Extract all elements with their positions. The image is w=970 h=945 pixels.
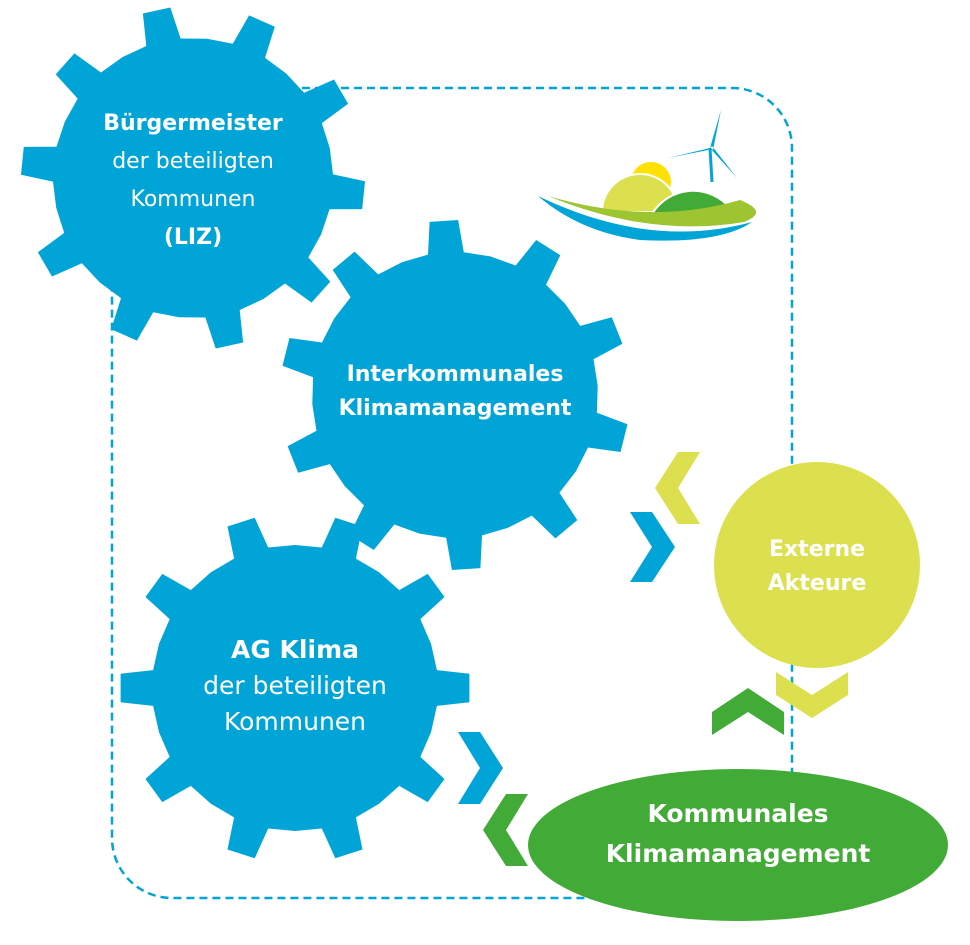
gear-ag-klima bbox=[120, 517, 470, 859]
gear-buergermeister bbox=[21, 7, 365, 349]
externe-akteure-label-2: Akteure bbox=[768, 571, 867, 596]
chevron-left-icon bbox=[655, 452, 700, 524]
gear-buergermeister-label: der beteiligten bbox=[112, 149, 274, 174]
kommunales-klimamanagement-ellipse bbox=[528, 769, 948, 921]
gear-buergermeister-label: (LIZ) bbox=[164, 225, 222, 250]
kommunales-label-2: Klimamanagement bbox=[606, 839, 871, 868]
gear-ag-klima-label: AG Klima bbox=[231, 635, 359, 664]
kommunales-label-1: Kommunales bbox=[647, 799, 828, 828]
chevron-right-icon bbox=[458, 732, 503, 804]
gear-interkommunales bbox=[282, 220, 628, 570]
dashed-boundary bbox=[110, 86, 794, 900]
externe-akteure-label-1: Externe bbox=[769, 537, 865, 562]
gear-buergermeister-label: Kommunen bbox=[130, 187, 255, 212]
gear-ag-klima-label: der beteiligten bbox=[203, 671, 387, 700]
logo-wave-green bbox=[548, 196, 757, 227]
logo-windmill bbox=[668, 110, 737, 178]
externe-akteure-circle bbox=[714, 462, 920, 668]
gear-interkommunales-label: Interkommunales bbox=[347, 362, 564, 387]
logo-wave-blue bbox=[538, 196, 752, 241]
logo bbox=[538, 110, 757, 241]
gear-buergermeister-label: Bürgermeister bbox=[103, 111, 283, 136]
chevron-up-icon bbox=[712, 688, 784, 735]
chevron-right-icon bbox=[630, 512, 675, 582]
gear-ag-klima-label: Kommunen bbox=[224, 707, 366, 736]
chevron-left-icon bbox=[483, 794, 528, 866]
chevron-down-icon bbox=[776, 672, 848, 718]
chevrons bbox=[458, 452, 848, 866]
gear-interkommunales-label: Klimamanagement bbox=[339, 396, 572, 421]
